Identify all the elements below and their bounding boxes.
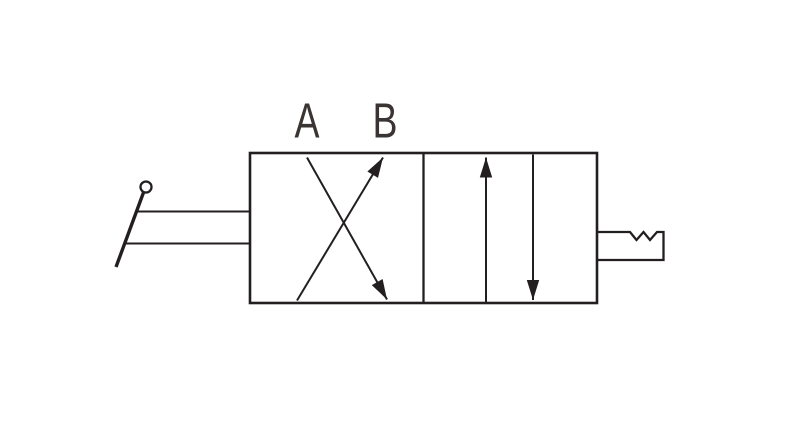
lever-knob xyxy=(139,180,153,194)
detent-icon xyxy=(597,230,665,262)
lever-shaft xyxy=(114,191,146,268)
port-label-a: A xyxy=(295,95,320,149)
crossed-flow-arrow-up-icon xyxy=(296,156,384,302)
valve-body xyxy=(248,151,599,305)
manual-lever-icon xyxy=(114,180,153,268)
port-label-b: B xyxy=(373,95,398,149)
crossed-flow-arrow-down-icon xyxy=(306,157,388,300)
